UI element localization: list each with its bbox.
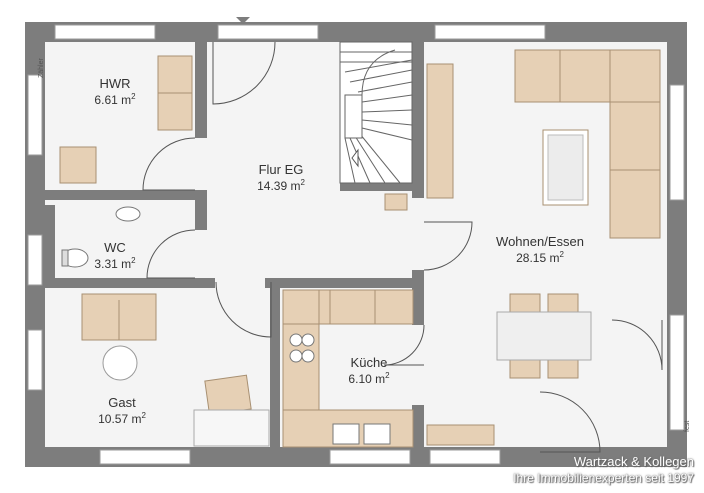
unit-superscript: 2 bbox=[141, 411, 146, 420]
stove-burner bbox=[301, 349, 315, 363]
brand-tagline: Ihre Immobilienexperten seit 1997 bbox=[513, 471, 694, 485]
kitchen-bench bbox=[426, 424, 495, 446]
room-name: Küche bbox=[350, 355, 388, 370]
dining-chair bbox=[509, 357, 541, 379]
sideboard bbox=[426, 63, 454, 199]
stove-burner bbox=[289, 333, 303, 347]
room-name: Wohnen/Essen bbox=[496, 234, 584, 249]
room-area: 6.61 m bbox=[94, 93, 132, 107]
gast-table bbox=[102, 345, 138, 381]
furniture bbox=[59, 49, 661, 448]
fest-label: fest bbox=[684, 420, 691, 432]
stove-burner bbox=[301, 333, 315, 347]
room-label-gast: Gast 10.57 m2 bbox=[98, 395, 146, 427]
stove-burner bbox=[289, 349, 303, 363]
zaehler-label: Zähler bbox=[38, 58, 45, 78]
door-swings bbox=[142, 41, 663, 453]
unit-superscript: 2 bbox=[131, 256, 136, 265]
room-area: 6.10 m bbox=[348, 372, 386, 386]
brand-name: Wartzack & Kollegen bbox=[573, 454, 694, 469]
windows bbox=[27, 24, 685, 465]
unit-superscript: 2 bbox=[131, 92, 136, 101]
staircase bbox=[339, 41, 413, 184]
wc-basin bbox=[115, 206, 141, 222]
room-name: Gast bbox=[108, 395, 136, 410]
room-label-kueche: Küche 6.10 m2 bbox=[348, 355, 389, 387]
room-area: 28.15 m bbox=[516, 251, 560, 265]
gast-armchair bbox=[204, 374, 252, 416]
unit-superscript: 2 bbox=[559, 250, 564, 259]
room-label-wohnen: Wohnen/Essen 28.15 m2 bbox=[496, 234, 584, 266]
sink bbox=[363, 423, 391, 445]
room-area: 3.31 m bbox=[94, 257, 132, 271]
fixtures bbox=[61, 206, 391, 445]
entrance-marker bbox=[236, 17, 250, 24]
room-name: HWR bbox=[99, 76, 131, 91]
interior-walls bbox=[45, 38, 424, 450]
unit-superscript: 2 bbox=[385, 371, 390, 380]
dining-chair bbox=[547, 293, 579, 315]
dining-chair bbox=[547, 357, 579, 379]
room-label-hwr: HWR 6.61 m2 bbox=[94, 76, 135, 108]
sink bbox=[332, 423, 360, 445]
room-label-wc: WC 3.31 m2 bbox=[94, 240, 135, 272]
dining-table bbox=[496, 311, 592, 361]
room-name: WC bbox=[104, 240, 126, 255]
room-area: 10.57 m bbox=[98, 412, 142, 426]
room-label-flur: Flur EG 14.39 m2 bbox=[257, 162, 305, 194]
unit-superscript: 2 bbox=[300, 178, 305, 187]
flur-cabinet bbox=[384, 193, 408, 211]
hwr-appliance bbox=[59, 146, 97, 184]
sofa-side bbox=[609, 49, 661, 239]
dining-chair bbox=[509, 293, 541, 315]
room-name: Flur EG bbox=[258, 162, 304, 177]
room-area: 14.39 m bbox=[257, 179, 301, 193]
gast-desk bbox=[193, 409, 270, 447]
